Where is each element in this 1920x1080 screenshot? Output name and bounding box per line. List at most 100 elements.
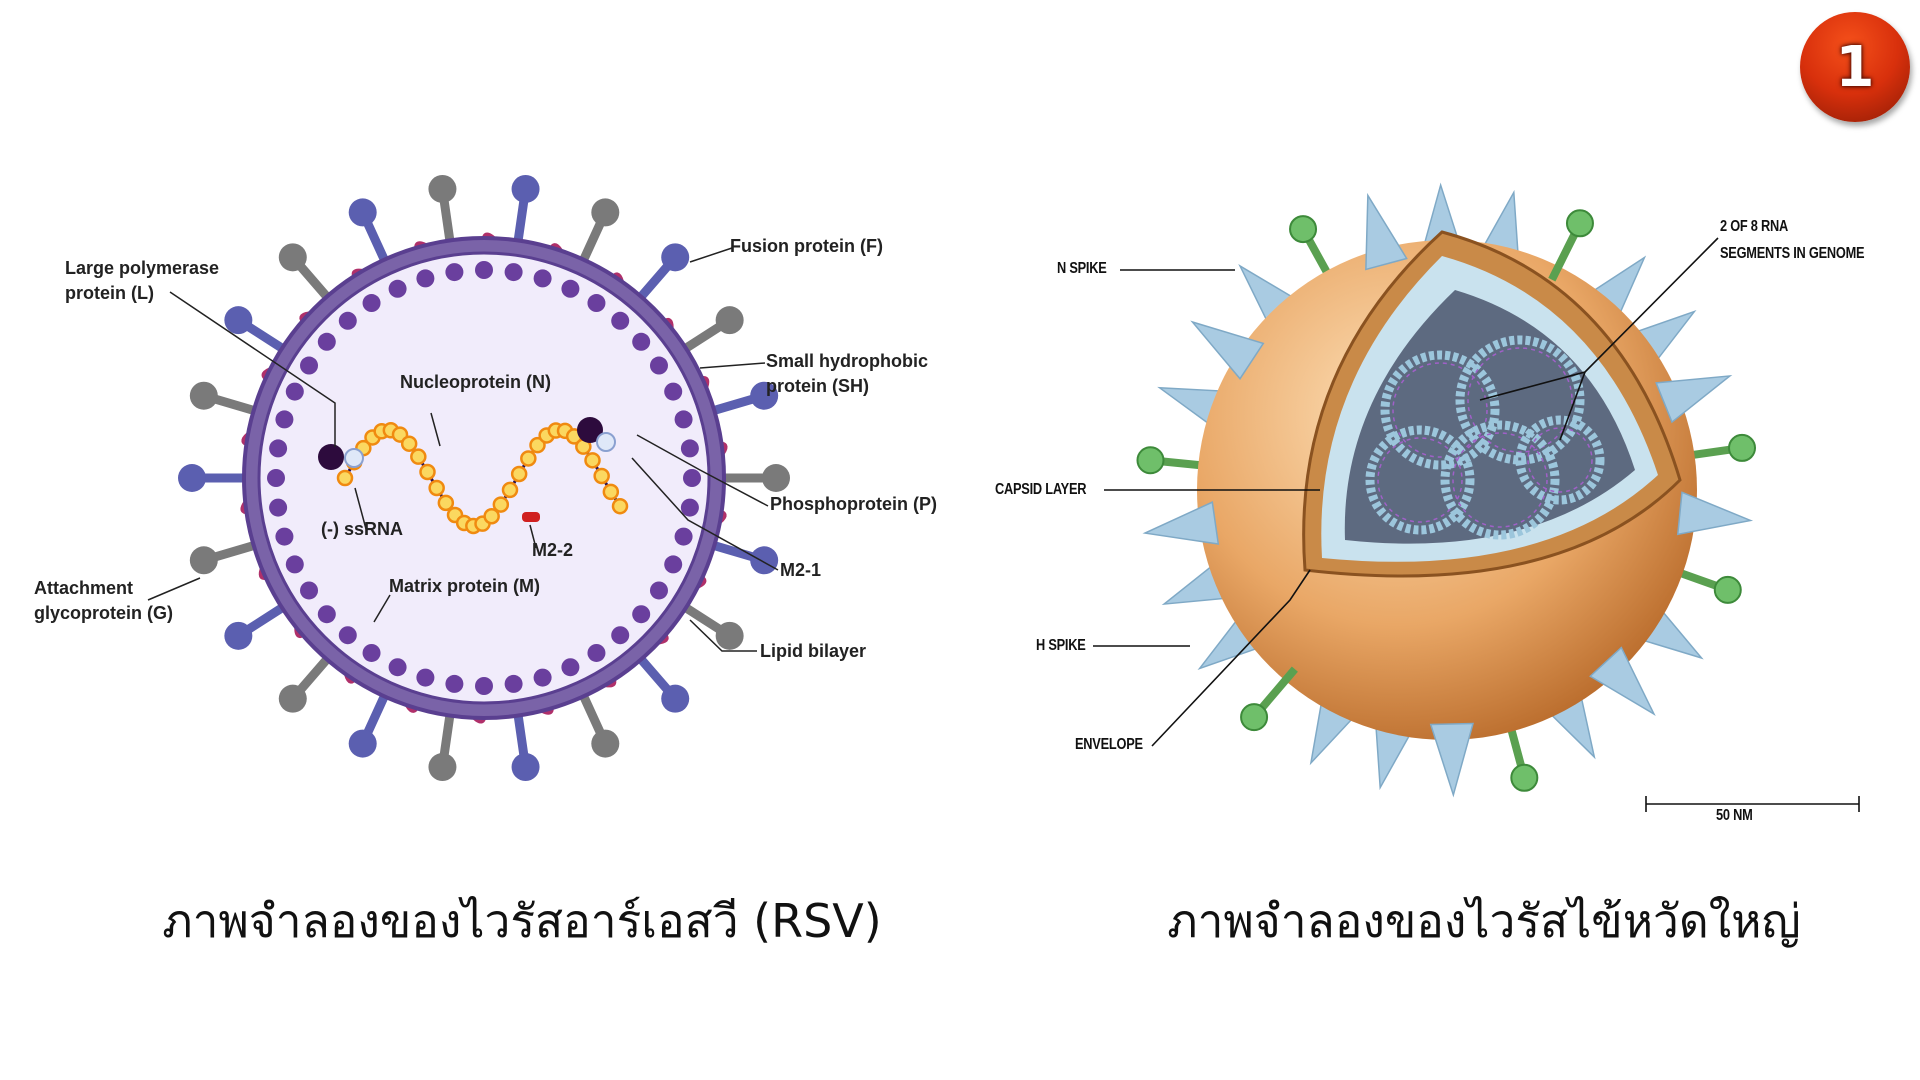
matrix-protein-dot: [317, 605, 336, 624]
n-spike-head: [1240, 703, 1269, 732]
attachment-glycoprotein: [633, 243, 690, 305]
rsv-caption: ภาพจำลองของไวรัสอาร์เอสวี (RSV): [162, 894, 882, 948]
flu-core: [1344, 290, 1635, 544]
nucleoprotein-bead: [529, 436, 546, 454]
attachment-glycoprotein: [348, 687, 391, 758]
nucleoprotein-bead: [602, 483, 620, 501]
nucleoprotein-bead: [510, 465, 528, 483]
label-h-spike: H SPIKE: [1036, 637, 1086, 654]
matrix-protein-dot: [587, 294, 606, 313]
rna-segment-coil: [1440, 420, 1560, 540]
matrix-protein-dot: [275, 410, 294, 429]
protein-stalk: [362, 216, 391, 269]
matrix-protein-dot: [362, 294, 381, 313]
matrix-protein-dot: [680, 498, 699, 517]
matrix-protein-dot: [664, 382, 683, 401]
matrix-protein-dot: [300, 356, 319, 375]
n-spike-head: [1728, 433, 1757, 462]
protein-head: [715, 621, 744, 650]
matrix-protein-dot: [632, 332, 651, 351]
protein-head: [591, 729, 620, 758]
label-m2-1: M2-1: [780, 560, 822, 580]
label-m2-2: M2-2: [532, 540, 574, 560]
fusion-protein: [714, 464, 790, 492]
matrix-protein-dot: [416, 269, 435, 288]
label-nucleoprotein: Nucleoprotein (N): [400, 372, 551, 392]
matrix-protein-dot: [587, 643, 606, 662]
rsv-polymerase-left: [318, 444, 344, 470]
scale-bar-label: 50 NM: [1716, 807, 1753, 824]
slide-number-badge: 1: [1800, 12, 1910, 122]
matrix-protein-dot: [475, 261, 493, 279]
matrix-protein-dot: [362, 643, 381, 662]
protein-stalk: [677, 600, 726, 635]
nucleoprotein-bead: [400, 435, 418, 452]
attachment-glycoprotein: [633, 651, 690, 713]
attachment-glycoprotein: [224, 306, 291, 356]
matrix-protein-dot: [445, 263, 464, 282]
attachment-glycoprotein: [511, 174, 540, 250]
nucleoprotein-bead: [584, 452, 601, 469]
label-n-spike: N SPIKE: [1057, 260, 1107, 277]
label-line: Large polymerase: [65, 258, 220, 278]
protein-stalk: [439, 194, 456, 250]
matrix-protein-dot: [649, 581, 668, 600]
rna-strand: [1392, 362, 1488, 458]
matrix-protein-dot: [285, 382, 304, 401]
matrix-protein-dot: [388, 658, 407, 677]
n-spike-head: [1289, 215, 1318, 244]
matrix-protein-dot: [338, 311, 357, 330]
matrix-protein-dot: [632, 605, 651, 624]
matrix-protein-dot: [504, 674, 523, 693]
matrix-protein-dot: [475, 677, 493, 695]
label-line: Small hydrophobic: [766, 351, 929, 371]
flu-front-spikes: [1142, 192, 1754, 798]
matrix-protein-dot: [611, 626, 630, 645]
fusion-protein: [677, 306, 744, 356]
matrix-protein-dot: [504, 263, 523, 282]
protein-stalk: [208, 394, 264, 417]
matrix-protein-dot: [285, 555, 304, 574]
matrix-protein-dot: [680, 439, 699, 458]
label-envelope: ENVELOPE: [1075, 736, 1143, 753]
nucleoprotein-bead: [410, 448, 427, 465]
rsv-phospho-right: [596, 432, 616, 452]
protein-stalk: [704, 539, 760, 562]
matrix-protein-dot: [445, 674, 464, 693]
nucleoprotein-bead: [611, 497, 629, 515]
rsv-ribonucleoprotein: [336, 422, 629, 535]
matrix-protein-dot: [533, 269, 552, 288]
matrix-protein-dot: [267, 469, 285, 487]
protein-head: [224, 306, 253, 335]
fusion-protein: [278, 651, 335, 713]
matrix-protein-dot: [561, 279, 580, 298]
matrix-protein-dot: [561, 658, 580, 677]
flu-rna-segments: [1365, 335, 1605, 540]
rna-segment-coil: [1380, 350, 1500, 470]
protein-stalk: [294, 651, 335, 696]
nucleoprotein-bead: [483, 507, 500, 525]
protein-head: [511, 753, 540, 782]
protein-stalk: [633, 651, 674, 696]
matrix-protein-dot: [416, 668, 435, 687]
rsv-phospho-left: [344, 448, 364, 468]
protein-stalk: [439, 706, 456, 762]
protein-head: [750, 381, 779, 410]
h-spike: [1365, 192, 1408, 271]
matrix-protein-dot: [533, 668, 552, 687]
n-spike-head: [1565, 209, 1594, 238]
protein-head: [189, 381, 218, 410]
protein-stalk: [512, 194, 529, 250]
label-line: protein (L): [65, 283, 154, 303]
h-spike: [1190, 320, 1265, 380]
protein-stalk: [577, 216, 606, 269]
matrix-protein-dot: [388, 279, 407, 298]
nucleoprotein-bead: [593, 467, 610, 485]
rsv-polymerase-right: [577, 417, 603, 443]
rna-strand: [1527, 427, 1593, 493]
matrix-protein-dot: [317, 332, 336, 351]
attachment-glycoprotein: [178, 464, 254, 492]
rsv-interior: [257, 251, 711, 705]
